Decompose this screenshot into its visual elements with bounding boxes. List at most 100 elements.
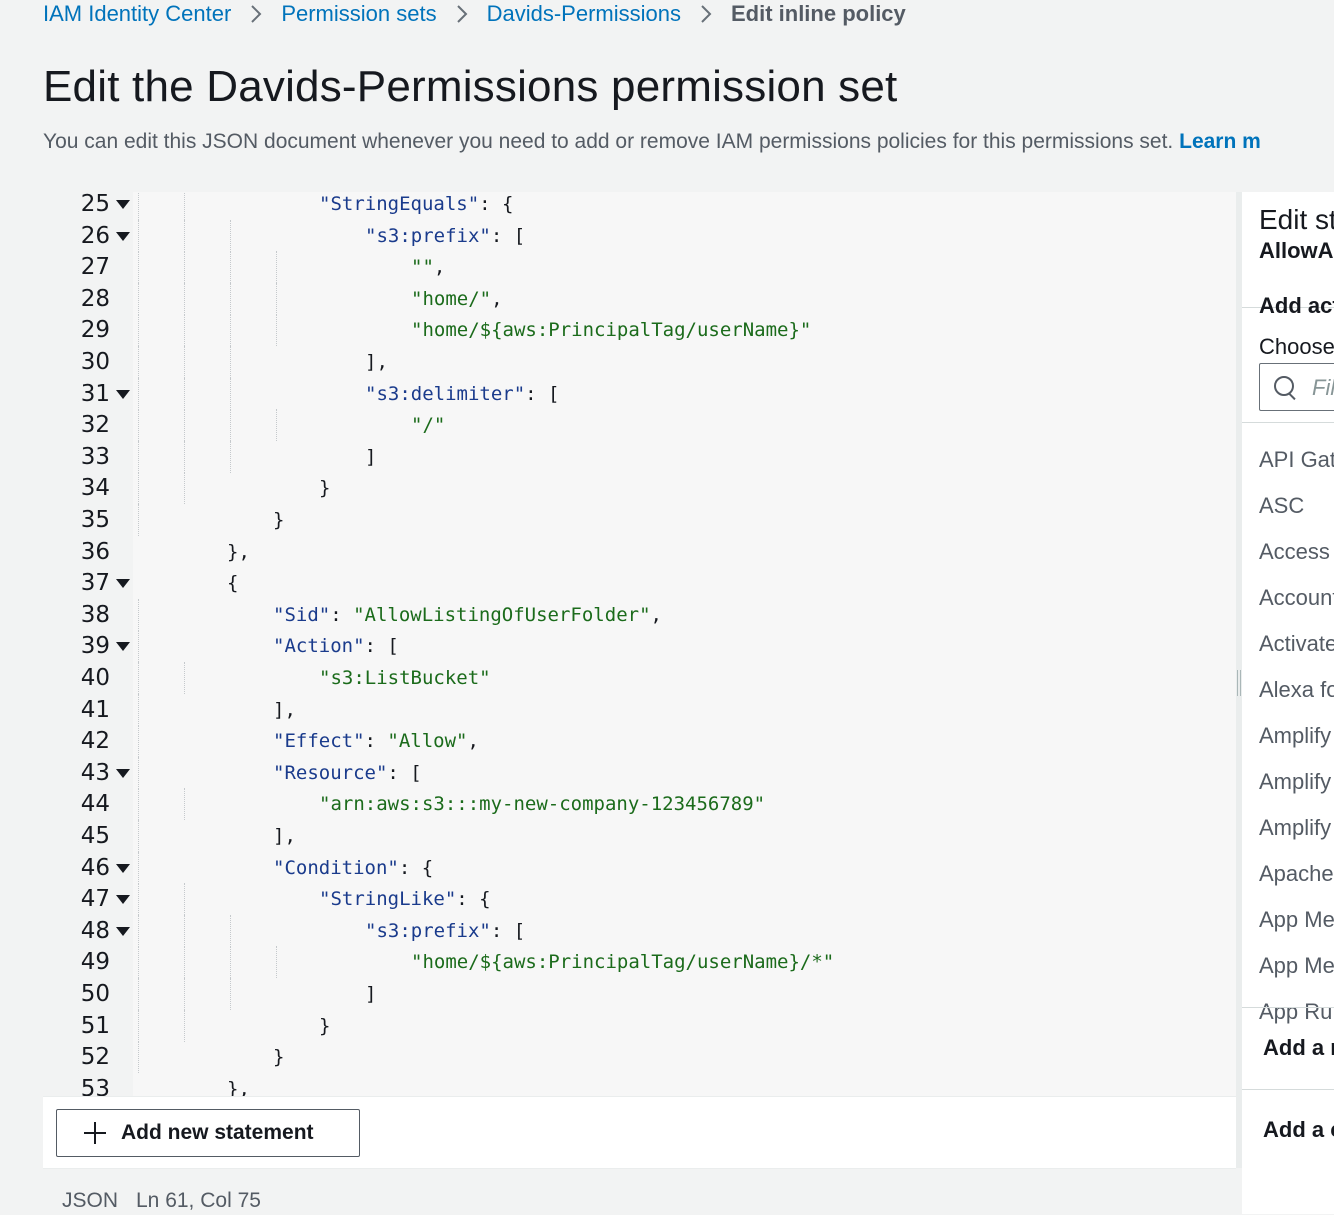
fold-arrow-icon[interactable] <box>116 579 130 589</box>
statement-sid: AllowA <box>1259 238 1334 263</box>
line-number: 28 <box>80 285 110 312</box>
line-number: 47 <box>80 886 110 913</box>
service-list-item[interactable]: Alexa fo <box>1259 677 1334 702</box>
fold-arrow-icon[interactable] <box>116 200 130 209</box>
indent-guide <box>138 409 139 442</box>
code-line: 28"home/", <box>43 282 1236 315</box>
code-line: 37{ <box>43 567 1236 599</box>
indent-guide <box>184 914 185 947</box>
indent-guide <box>230 282 231 315</box>
code-line: 27"", <box>43 251 1236 284</box>
service-list-item[interactable]: App Ru <box>1259 999 1333 1024</box>
line-number: 35 <box>80 507 110 533</box>
line-number: 46 <box>80 854 110 881</box>
code-line: 33] <box>43 440 1236 473</box>
line-number: 33 <box>80 443 110 470</box>
code-text: "s3:prefix": [ <box>365 220 525 252</box>
json-punctuation: ], <box>273 825 296 847</box>
indent-guide <box>138 346 139 378</box>
code-line: 48"s3:prefix": [ <box>43 914 1236 947</box>
line-number: 49 <box>80 949 110 976</box>
code-line: 35} <box>43 504 1236 536</box>
learn-more-link[interactable]: Learn m <box>1179 130 1261 153</box>
fold-arrow-icon[interactable] <box>116 231 130 241</box>
service-filter-input[interactable]: Fil <box>1259 363 1334 411</box>
service-list-item[interactable]: Amplify <box>1259 723 1332 748</box>
service-list-item[interactable]: API Gat <box>1259 447 1334 472</box>
indent-guide <box>138 820 139 852</box>
indent-guide <box>184 409 185 442</box>
line-number: 30 <box>80 349 110 375</box>
indent-guide <box>276 409 277 442</box>
fold-arrow-icon[interactable] <box>116 768 130 778</box>
indent-guide <box>138 662 139 694</box>
service-list-item[interactable]: App Me <box>1259 953 1334 978</box>
breadcrumb-current: Edit inline policy <box>730 1 906 26</box>
indent-guide <box>184 472 185 505</box>
json-key: "s3:delimiter" <box>365 382 526 405</box>
service-list-item[interactable]: App Me <box>1259 907 1334 932</box>
json-string: "AllowListingOfUserFolder" <box>353 603 651 626</box>
add-statement-bar: Add new statement <box>43 1096 1236 1169</box>
service-list-item[interactable]: Apache <box>1259 861 1334 886</box>
code-line: 34} <box>43 472 1236 505</box>
json-punctuation: } <box>273 509 285 531</box>
json-punctuation: , <box>433 256 446 279</box>
fold-arrow-icon[interactable] <box>116 389 130 399</box>
code-text: "s3:ListBucket" <box>319 662 491 694</box>
json-punctuation: : [ <box>525 382 560 405</box>
line-number: 26 <box>80 222 110 249</box>
breadcrumb-permission-sets[interactable]: Permission sets <box>281 1 437 26</box>
editor-code-area[interactable] <box>133 192 1236 1096</box>
json-policy-editor[interactable]: 25"StringEquals": {26"s3:prefix": [27"",… <box>43 192 1236 1096</box>
fold-arrow-icon[interactable] <box>116 642 130 652</box>
json-key: "Resource" <box>273 761 388 784</box>
indent-guide <box>138 725 139 758</box>
fold-arrow-icon[interactable] <box>116 895 130 905</box>
indent-guide <box>230 314 231 347</box>
service-list-item[interactable]: Amplify <box>1259 815 1332 840</box>
chevron-right-icon <box>456 5 468 23</box>
code-text: "home/${aws:PrincipalTag/userName}/*" <box>411 946 834 978</box>
service-list-item[interactable]: Activate <box>1259 631 1334 656</box>
json-punctuation: }, <box>227 1077 250 1096</box>
code-line: 41], <box>43 693 1236 726</box>
page-description-text: You can edit this JSON document whenever… <box>43 130 1174 153</box>
indent-guide <box>184 314 185 347</box>
service-list-item[interactable]: Account <box>1259 585 1334 610</box>
json-string: "s3:ListBucket" <box>319 667 491 689</box>
service-list-item[interactable]: Amplify <box>1259 769 1332 794</box>
panel-divider <box>1242 1089 1334 1090</box>
json-punctuation: : [ <box>490 919 526 942</box>
service-list-item[interactable]: Access A <box>1259 539 1334 564</box>
json-punctuation: ], <box>365 351 388 373</box>
code-text: } <box>319 472 330 504</box>
code-text: "", <box>411 251 445 283</box>
code-text: "Action": [ <box>273 630 399 662</box>
add-new-statement-button[interactable]: Add new statement <box>56 1109 360 1157</box>
indent-guide <box>184 946 185 979</box>
breadcrumb-davids-permissions[interactable]: Davids-Permissions <box>486 1 681 26</box>
service-list-item[interactable]: ASC <box>1259 493 1305 518</box>
panel-resize-handle[interactable] <box>1236 192 1242 1168</box>
indent-guide <box>184 192 185 220</box>
line-number: 41 <box>80 696 110 723</box>
line-number: 53 <box>80 1075 110 1096</box>
add-condition-section[interactable]: Add a c <box>1263 1117 1334 1142</box>
code-line: 30], <box>43 346 1236 378</box>
code-text: ], <box>365 346 388 378</box>
code-line: 45], <box>43 820 1236 852</box>
indent-guide <box>138 630 139 663</box>
code-line: 38"Sid": "AllowListingOfUserFolder", <box>43 598 1236 631</box>
indent-guide <box>138 978 139 1010</box>
add-resource-section[interactable]: Add a r <box>1263 1035 1334 1060</box>
json-key: "StringEquals" <box>319 193 480 215</box>
line-number: 51 <box>80 1012 110 1039</box>
fold-arrow-icon[interactable] <box>116 863 130 873</box>
indent-guide <box>184 251 185 284</box>
fold-arrow-icon[interactable] <box>116 926 130 936</box>
breadcrumb-iam-identity-center[interactable]: IAM Identity Center <box>43 1 232 26</box>
edit-statement-title: Edit st <box>1259 204 1334 235</box>
indent-guide <box>138 440 139 473</box>
indent-guide <box>138 851 139 884</box>
